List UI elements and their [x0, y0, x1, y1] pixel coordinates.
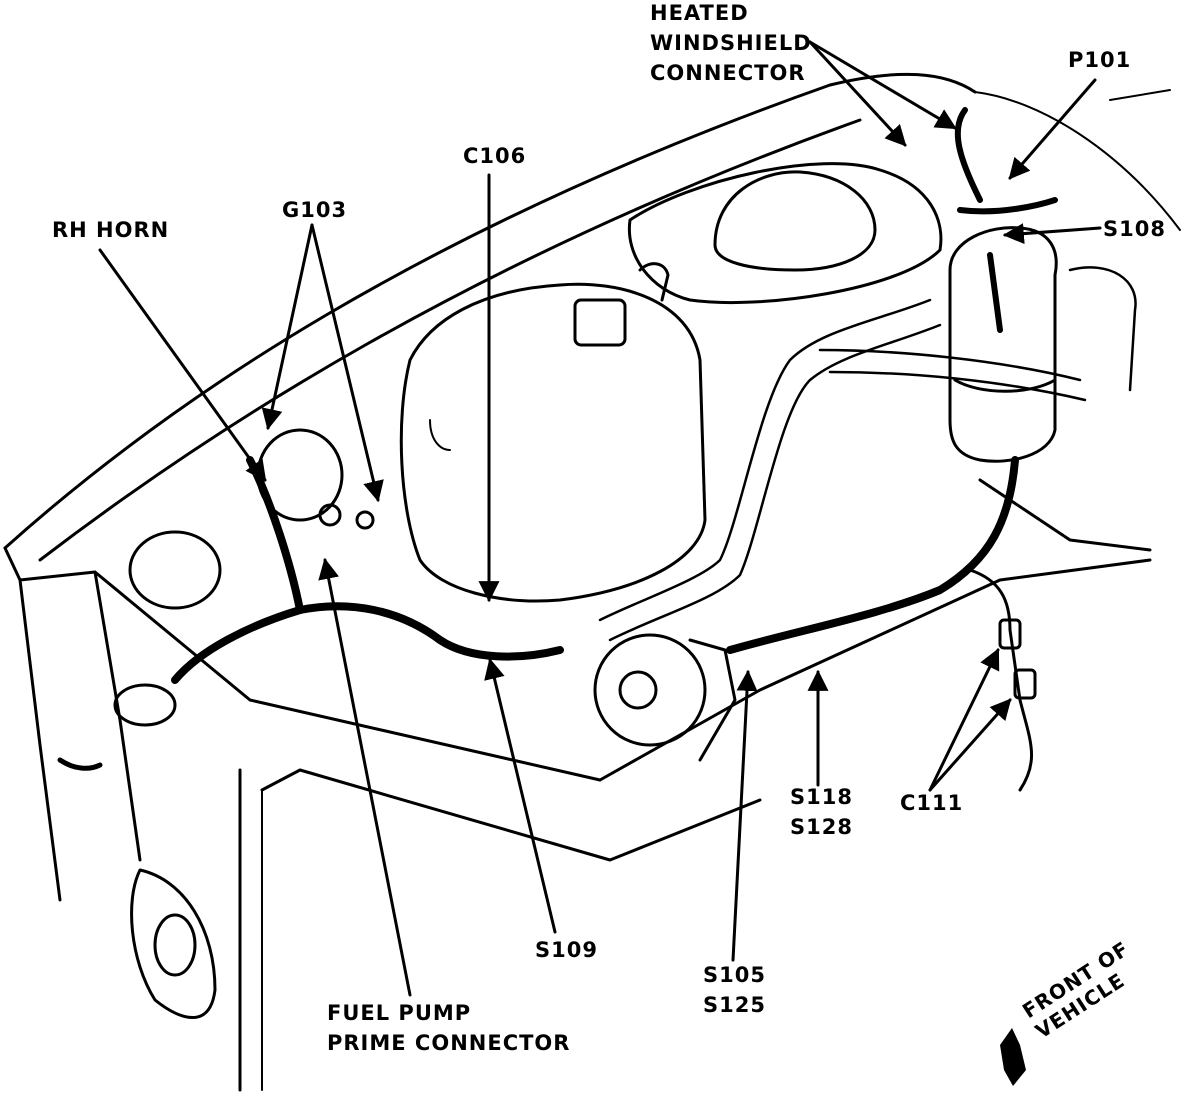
callout-c106: C106 [463, 144, 527, 168]
arrow-left-down-icon [1000, 1028, 1026, 1086]
callout-c111: C111 [900, 791, 964, 815]
wiring-harness [171, 107, 1058, 684]
callout-s108: S108 [1103, 217, 1166, 241]
callout-fuel-pump-prime-connector: FUEL PUMP PRIME CONNECTOR [327, 1001, 571, 1055]
leader-arrows [98, 40, 1102, 997]
callout-heated-windshield-connector: HEATED WINDSHIELD CONNECTOR [650, 1, 812, 85]
horn [256, 428, 375, 530]
compressor [593, 633, 737, 762]
callout-p101: P101 [1068, 48, 1132, 72]
callout-g103: G103 [282, 198, 348, 222]
callout-s109: S109 [535, 938, 598, 962]
body-panels [3, 72, 1181, 1092]
harness-pigtail [968, 568, 1037, 792]
accumulator [948, 226, 1058, 463]
callout-s118-s128: S118 S128 [790, 785, 853, 839]
coolant-reservoir [399, 262, 707, 603]
headlamp-area [57, 530, 222, 1019]
callout-rh-horn: RH HORN [52, 218, 170, 242]
callout-s105-s125: S105 S125 [703, 963, 766, 1017]
strut-tower [627, 162, 943, 305]
